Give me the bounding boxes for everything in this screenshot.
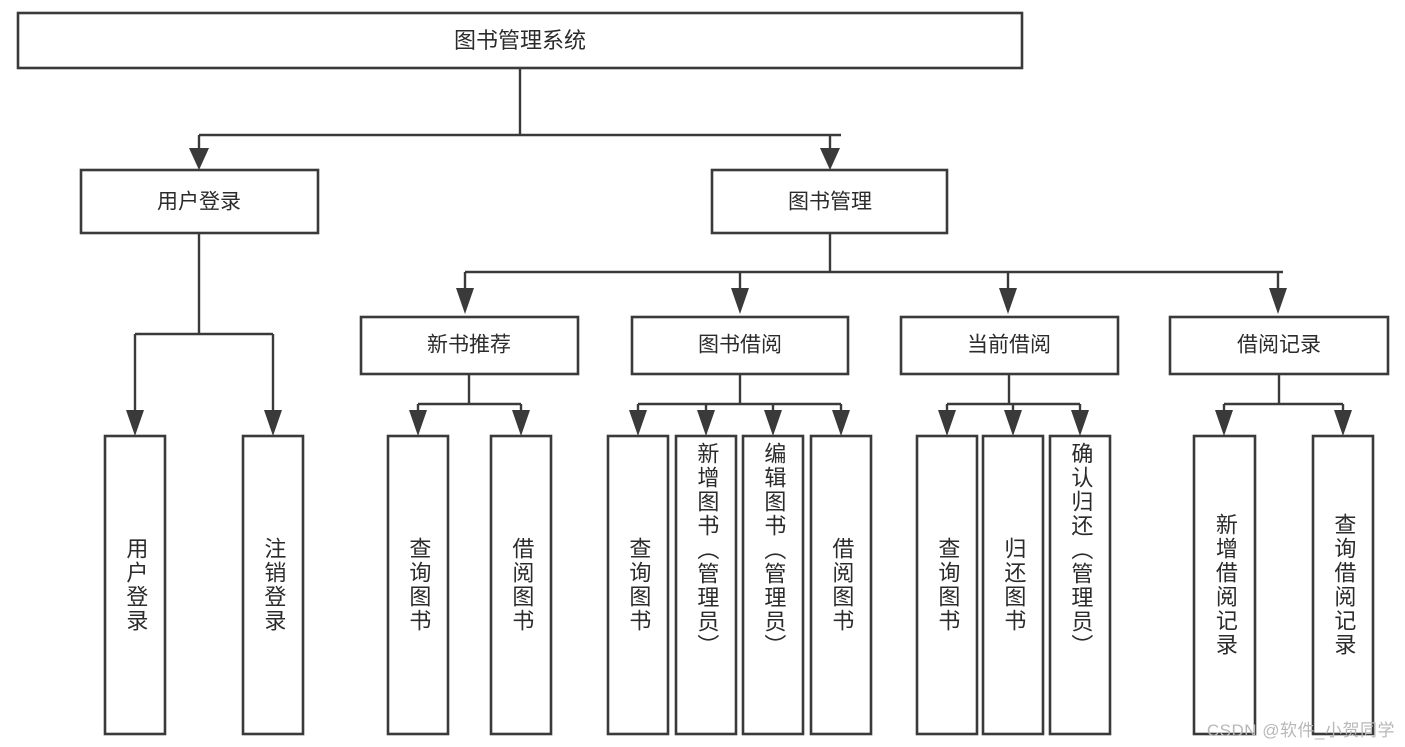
leaf-query-record[interactable]: 查询借阅记录 <box>1313 436 1373 734</box>
connector-layer <box>126 68 1352 436</box>
node-user-login-label: 用户登录 <box>157 191 241 214</box>
leaf-query-book-1-box[interactable] <box>386 434 450 736</box>
leaf-layer <box>103 434 1375 736</box>
arrow-head-leaf-borrow-book-1 <box>512 410 530 436</box>
leaf-return-book[interactable]: 归还图书 <box>983 436 1043 734</box>
csdn-watermark: CSDN @软件_小贺同学 <box>1206 721 1395 740</box>
leaf-query-book-2-label: 查询图书 <box>626 537 652 633</box>
node-user-login[interactable]: 用户登录 <box>79 168 320 235</box>
leaf-borrow-book-1-label: 借阅图书 <box>509 537 535 633</box>
node-new-book-recommend-box[interactable] <box>359 315 580 376</box>
node-book-borrow[interactable]: 图书借阅 <box>630 315 850 376</box>
node-user-login-box[interactable] <box>79 168 320 235</box>
leaf-borrow-book-1-box[interactable] <box>489 434 553 736</box>
arrow-head-current-borrow <box>999 288 1017 314</box>
leaf-edit-book[interactable]: 编辑图书（管理员） <box>743 436 803 734</box>
node-root-box[interactable] <box>16 11 1024 70</box>
arrow-head-leaf-return-book <box>1004 410 1022 436</box>
arrow-head-leaf-confirm-return <box>1071 410 1089 436</box>
arrow-head-leaf-query-book-3 <box>938 410 956 436</box>
node-borrow-record-box[interactable] <box>1168 315 1390 376</box>
leaf-edit-book-box[interactable] <box>741 434 805 736</box>
leaf-add-book-label: 新增图书（管理员） <box>694 442 720 658</box>
leaf-query-record-box[interactable] <box>1311 434 1375 736</box>
leaf-query-record-label: 查询借阅记录 <box>1331 513 1357 657</box>
arrow-head-leaf-query-book-2 <box>629 410 647 436</box>
node-book-manage[interactable]: 图书管理 <box>710 168 949 235</box>
arrow-head-leaf-user-login <box>126 410 144 436</box>
leaf-borrow-book-1[interactable]: 借阅图书 <box>491 436 551 734</box>
arrow-head-leaf-add-record <box>1215 410 1233 436</box>
leaf-edit-book-label: 编辑图书（管理员） <box>761 442 787 658</box>
arrow-head-leaf-query-book-1 <box>409 410 427 436</box>
node-current-borrow-box[interactable] <box>899 315 1120 376</box>
node-borrow-record-label: 借阅记录 <box>1237 334 1321 357</box>
leaf-confirm-return-box[interactable] <box>1048 434 1112 736</box>
arrow-head-leaf-edit-book <box>764 410 782 436</box>
leaf-add-book-box[interactable] <box>674 434 738 736</box>
leaf-confirm-return[interactable]: 确认归还（管理员） <box>1050 436 1110 734</box>
leaf-query-book-2[interactable]: 查询图书 <box>608 436 668 734</box>
leaf-borrow-book-2-box[interactable] <box>809 434 873 736</box>
leaf-user-login[interactable]: 用户登录 <box>105 436 165 734</box>
leaf-logout-label: 注销登录 <box>261 537 287 633</box>
arrow-head-leaf-add-book <box>697 410 715 436</box>
leaf-user-login-box[interactable] <box>103 434 167 736</box>
leaf-add-record[interactable]: 新增借阅记录 <box>1194 436 1255 734</box>
arrow-head-leaf-borrow-book-2 <box>832 410 850 436</box>
node-root[interactable]: 图书管理系统 <box>16 11 1024 70</box>
node-book-borrow-box[interactable] <box>630 315 850 376</box>
node-book-manage-label: 图书管理 <box>788 191 872 214</box>
leaf-confirm-return-label: 确认归还（管理员） <box>1068 442 1094 658</box>
leaf-logout[interactable]: 注销登录 <box>243 436 303 734</box>
leaf-add-book[interactable]: 新增图书（管理员） <box>676 436 736 734</box>
leaf-query-book-2-box[interactable] <box>606 434 670 736</box>
leaf-query-book-1[interactable]: 查询图书 <box>388 436 448 734</box>
arrow-head-leaf-logout <box>264 410 282 436</box>
node-book-borrow-label: 图书借阅 <box>698 334 782 357</box>
arrow-head-book-borrow <box>731 288 749 314</box>
leaf-return-book-box[interactable] <box>981 434 1045 736</box>
arrow-head-borrow-record <box>1269 288 1287 314</box>
leaf-add-record-label: 新增借阅记录 <box>1212 513 1238 657</box>
leaf-query-book-3-box[interactable] <box>915 434 979 736</box>
leaf-borrow-book-2[interactable]: 借阅图书 <box>811 436 871 734</box>
leaf-query-book-3[interactable]: 查询图书 <box>917 436 977 734</box>
leaf-add-record-box[interactable] <box>1192 434 1257 736</box>
arrow-head-book-manage <box>820 148 840 170</box>
node-new-book-recommend-label: 新书推荐 <box>427 334 511 357</box>
node-book-manage-box[interactable] <box>710 168 949 235</box>
node-borrow-record[interactable]: 借阅记录 <box>1168 315 1390 376</box>
node-root-label: 图书管理系统 <box>454 28 586 53</box>
leaf-query-book-1-label: 查询图书 <box>406 537 432 633</box>
leaf-return-book-label: 归还图书 <box>1001 537 1027 633</box>
node-new-book-recommend[interactable]: 新书推荐 <box>359 315 580 376</box>
arrow-head-new-book-recommend <box>456 288 474 314</box>
leaf-borrow-book-2-label: 借阅图书 <box>829 537 855 633</box>
leaf-user-login-label: 用户登录 <box>123 537 149 633</box>
node-current-borrow-label: 当前借阅 <box>967 334 1051 357</box>
arrow-head-user-login <box>189 148 209 170</box>
arrow-head-leaf-query-record <box>1334 410 1352 436</box>
leaf-query-book-3-label: 查询图书 <box>935 537 961 633</box>
leaf-logout-box[interactable] <box>241 434 305 736</box>
node-current-borrow[interactable]: 当前借阅 <box>899 315 1120 376</box>
